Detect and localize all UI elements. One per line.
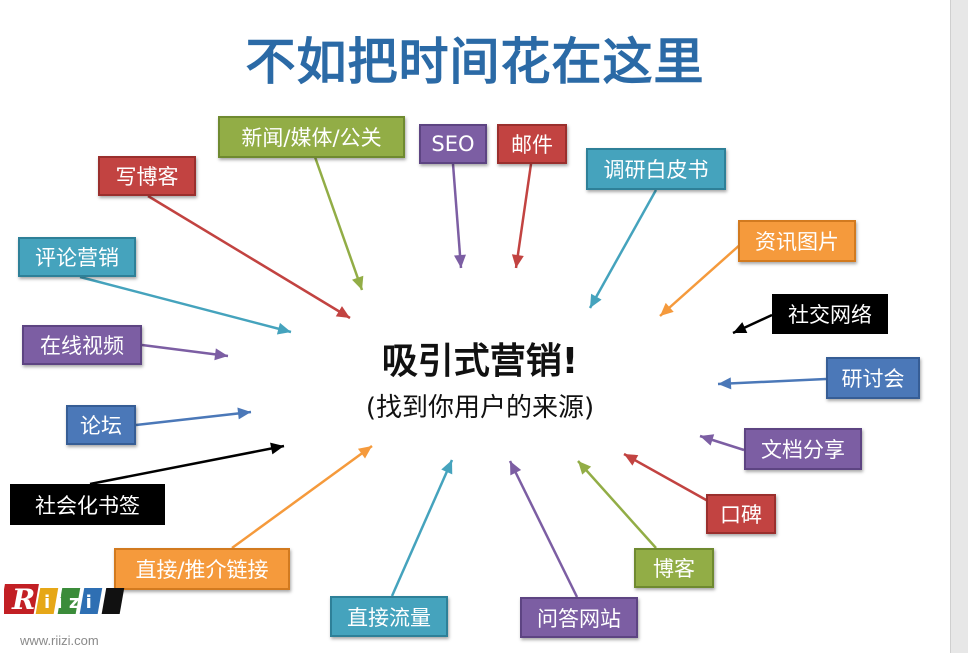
label-blog: 博客 (634, 548, 714, 588)
arrow-referral (231, 444, 373, 550)
arrow-infographic (659, 242, 743, 317)
riizi-logo: R i i z i (4, 583, 125, 616)
arrow-blogging (147, 194, 351, 320)
arrow-forum (135, 407, 252, 427)
watermark-url: www.riizi.com (20, 633, 99, 648)
window-edge-scrollbar (950, 0, 968, 653)
label-seminar: 研讨会 (826, 357, 920, 399)
label-social-bookmarking: 社会化书签 (10, 484, 165, 525)
svg-text:R: R (11, 583, 35, 616)
arrow-seo (451, 163, 466, 269)
label-write-blog: 写博客 (98, 156, 196, 196)
label-direct-referral-links: 直接/推介链接 (114, 548, 290, 590)
arrow-docshare (699, 434, 745, 452)
arrow-qa (508, 460, 579, 598)
label-word-of-mouth: 口碑 (706, 494, 776, 534)
label-forum: 论坛 (66, 405, 136, 445)
label-document-sharing: 文档分享 (744, 428, 862, 470)
label-comment-marketing: 评论营销 (18, 237, 136, 277)
arrow-comment (79, 275, 292, 335)
center-subheading: (找到你用户的来源) (365, 393, 595, 423)
arrow-social (732, 313, 773, 335)
arrow-news (313, 156, 364, 291)
arrow-direct (390, 459, 454, 597)
label-infographic: 资讯图片 (738, 220, 856, 262)
arrow-video (141, 343, 229, 361)
svg-text:i i z i: i i z i (44, 592, 92, 613)
arrow-research (588, 189, 658, 309)
label-direct-traffic: 直接流量 (330, 596, 448, 637)
arrow-email (511, 163, 533, 269)
label-research-whitepaper: 调研白皮书 (586, 148, 726, 190)
label-social-network: 社交网络 (772, 294, 888, 334)
label-email: 邮件 (497, 124, 567, 164)
label-seo: SEO (419, 124, 487, 164)
arrow-bookmark (89, 442, 285, 486)
center-heading: 吸引式营销! (381, 341, 579, 382)
label-news: 新闻/媒体/公关 (218, 116, 405, 158)
label-qa-sites: 问答网站 (520, 597, 638, 638)
label-online-video: 在线视频 (22, 325, 142, 365)
arrow-seminar (717, 377, 827, 390)
arrow-wom (623, 452, 709, 503)
page-title: 不如把时间花在这里 (245, 33, 705, 91)
arrow-blog (577, 460, 657, 549)
